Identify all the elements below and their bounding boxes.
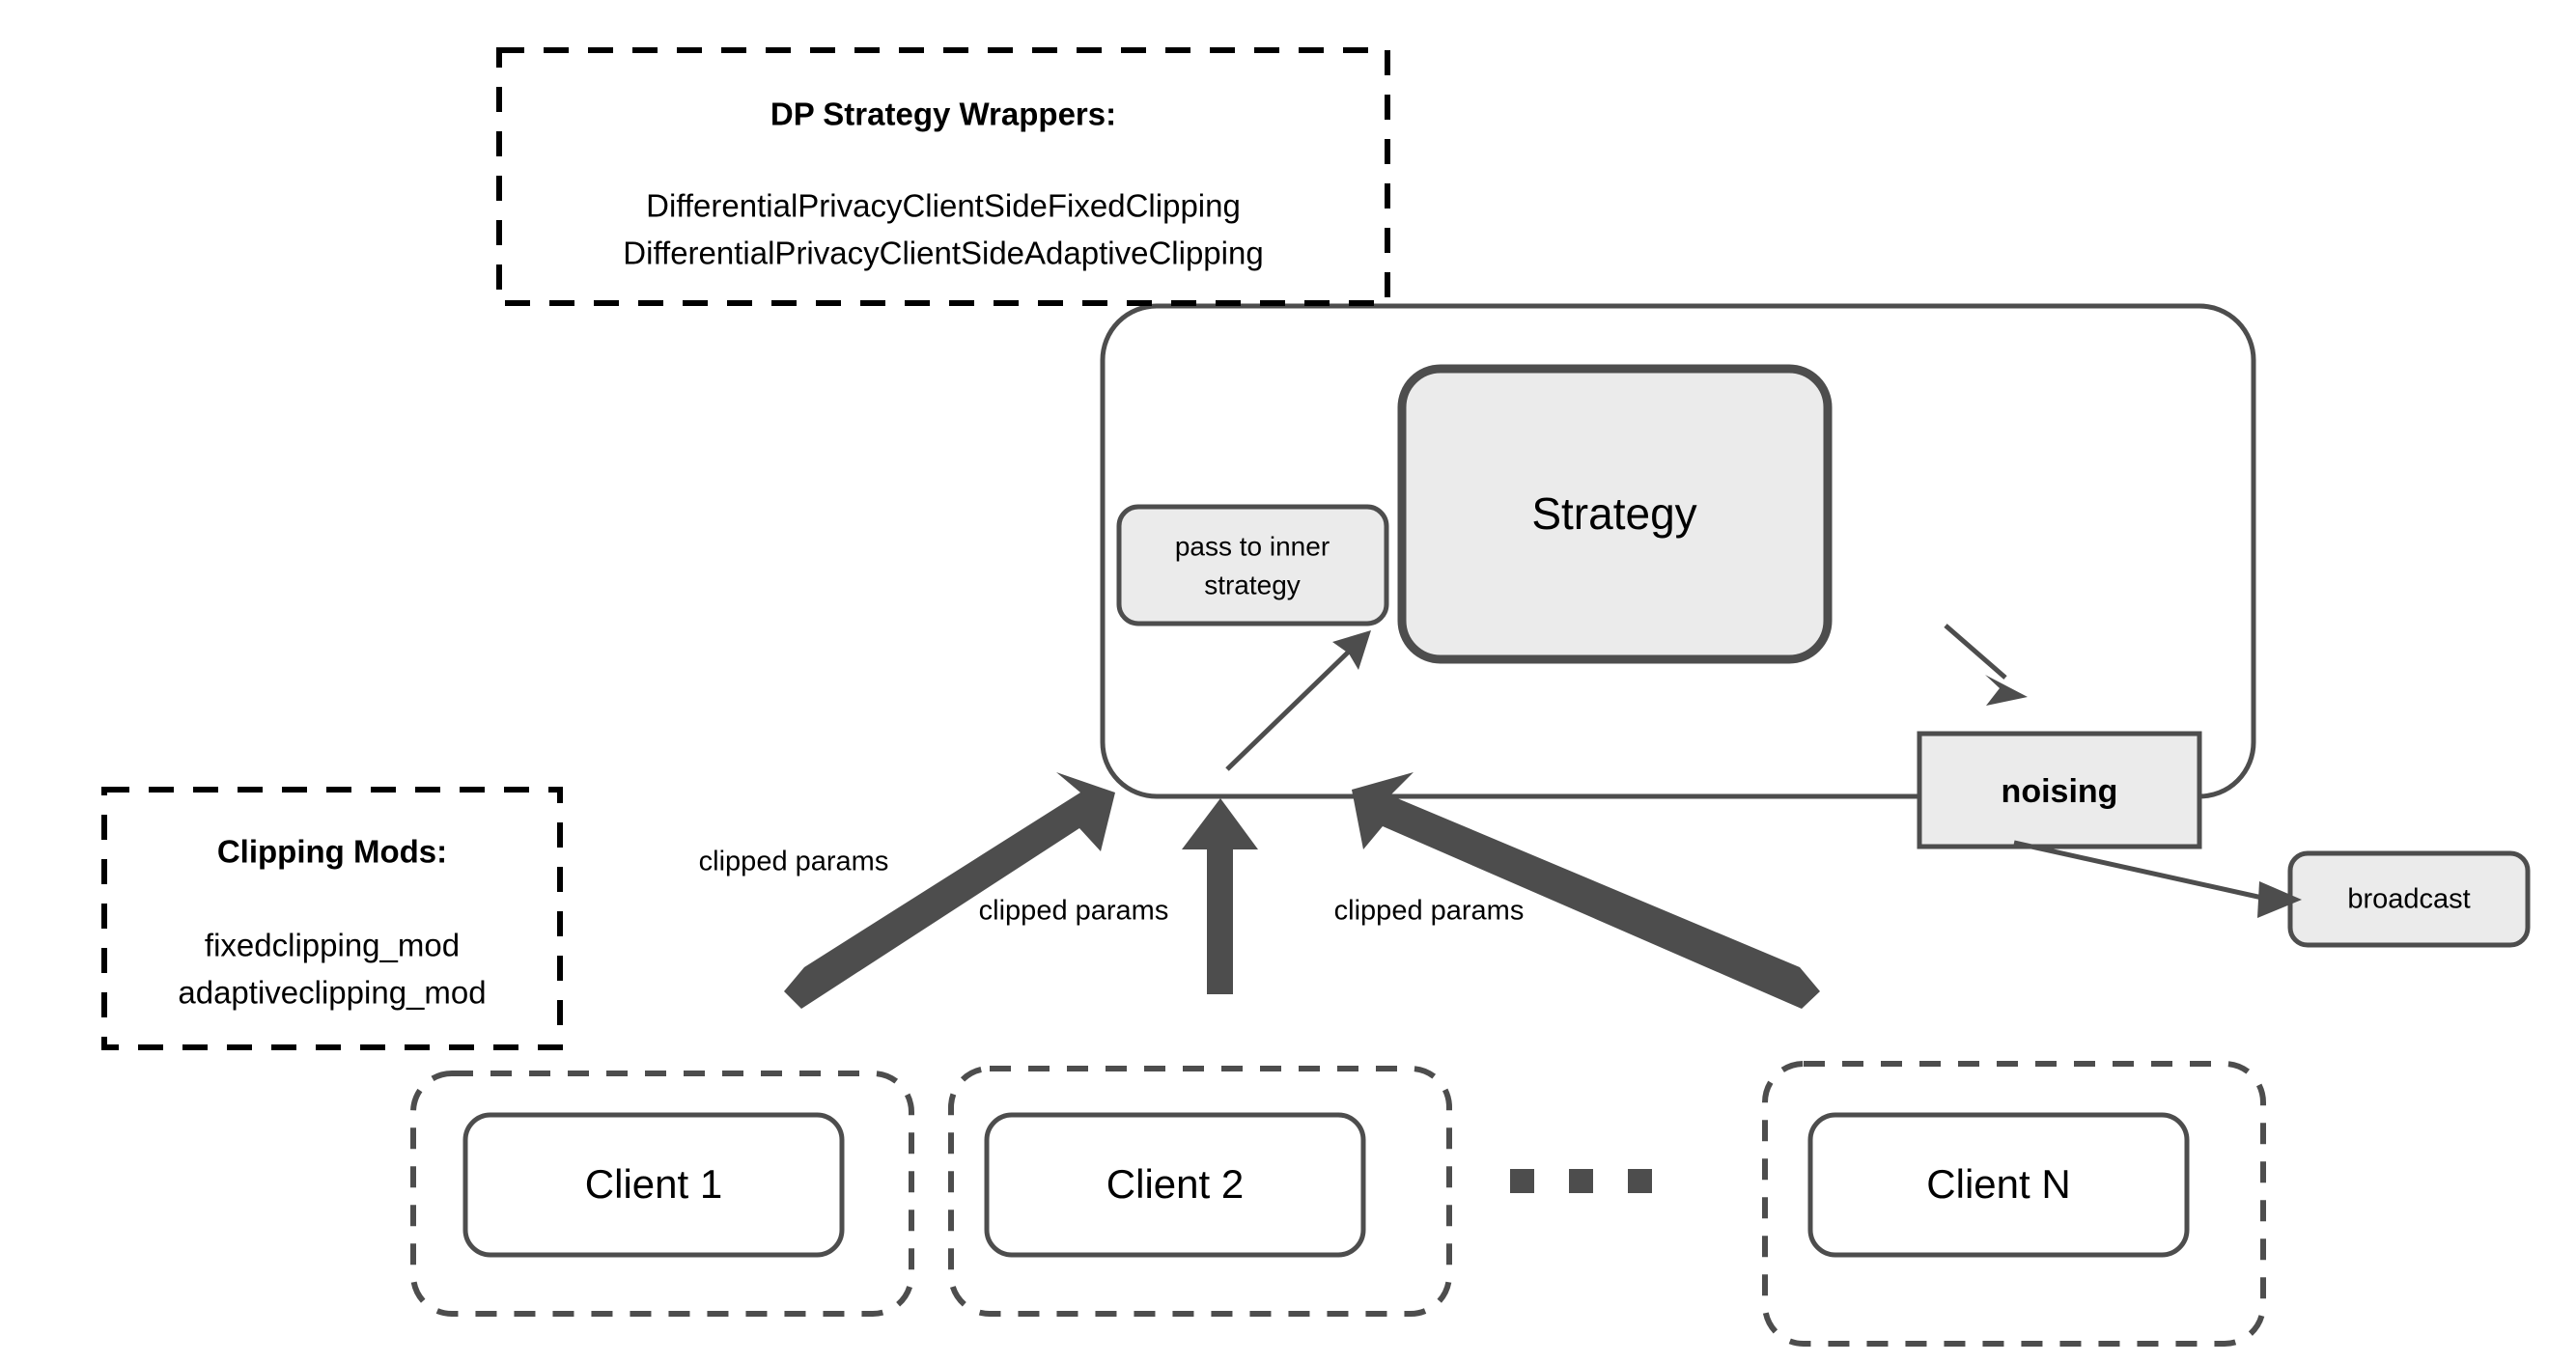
dp-strategy-wrappers-title: DP Strategy Wrappers: <box>770 97 1116 132</box>
client-1-label: Client 1 <box>585 1161 722 1207</box>
arrow-client-2-to-server <box>1182 798 1258 994</box>
edge-label-clipped-params-1: clipped params <box>699 847 889 877</box>
client-2-box[interactable] <box>984 1112 1366 1258</box>
client-n-label: Client N <box>1926 1161 2070 1207</box>
client-1-outer-dashed-box <box>410 1071 914 1317</box>
pass-to-inner-strategy-label-line2: strategy <box>1204 570 1301 599</box>
arrow-client-1-to-server <box>784 772 1115 1009</box>
clipping-mods-box <box>101 787 563 1050</box>
server-container <box>1100 303 2256 799</box>
arrow-noising-to-broadcast <box>2013 840 2302 918</box>
client-2-outer-dashed-box <box>948 1066 1452 1317</box>
dp-strategy-wrappers-line-1: DifferentialPrivacyClientSideFixedClippi… <box>646 188 1241 224</box>
dp-strategy-wrappers-line-2: DifferentialPrivacyClientSideAdaptiveCli… <box>623 236 1263 271</box>
pass-to-inner-strategy-box[interactable] <box>1116 504 1389 626</box>
client-n-outer-dashed-box <box>1762 1061 2266 1347</box>
client-2-label: Client 2 <box>1106 1161 1244 1207</box>
arrow-to-pass-to-inner-strategy <box>1225 630 1371 771</box>
arrow-client-n-to-server <box>1352 772 1820 1009</box>
strategy-box[interactable] <box>1397 364 1833 664</box>
pass-to-inner-strategy-label-line1: pass to inner <box>1175 531 1330 561</box>
edge-label-clipped-params-3: clipped params <box>1334 896 1525 927</box>
client-n-box[interactable] <box>1807 1112 2190 1258</box>
clients-ellipsis <box>1510 1169 1652 1193</box>
noising-box[interactable] <box>1917 731 2202 849</box>
dp-strategy-wrappers-box <box>496 47 1390 306</box>
broadcast-label: broadcast <box>2347 884 2470 915</box>
clipping-mods-line-2: adaptiveclipping_mod <box>178 975 486 1011</box>
arrow-strategy-to-noising <box>1944 624 2028 706</box>
clipping-mods-title: Clipping Mods: <box>217 834 447 870</box>
clipping-mods-line-1: fixedclipping_mod <box>205 928 460 963</box>
noising-label: noising <box>2002 773 2118 810</box>
strategy-label: Strategy <box>1531 488 1696 539</box>
client-1-box[interactable] <box>462 1112 845 1258</box>
edge-label-clipped-params-2: clipped params <box>979 896 1169 927</box>
